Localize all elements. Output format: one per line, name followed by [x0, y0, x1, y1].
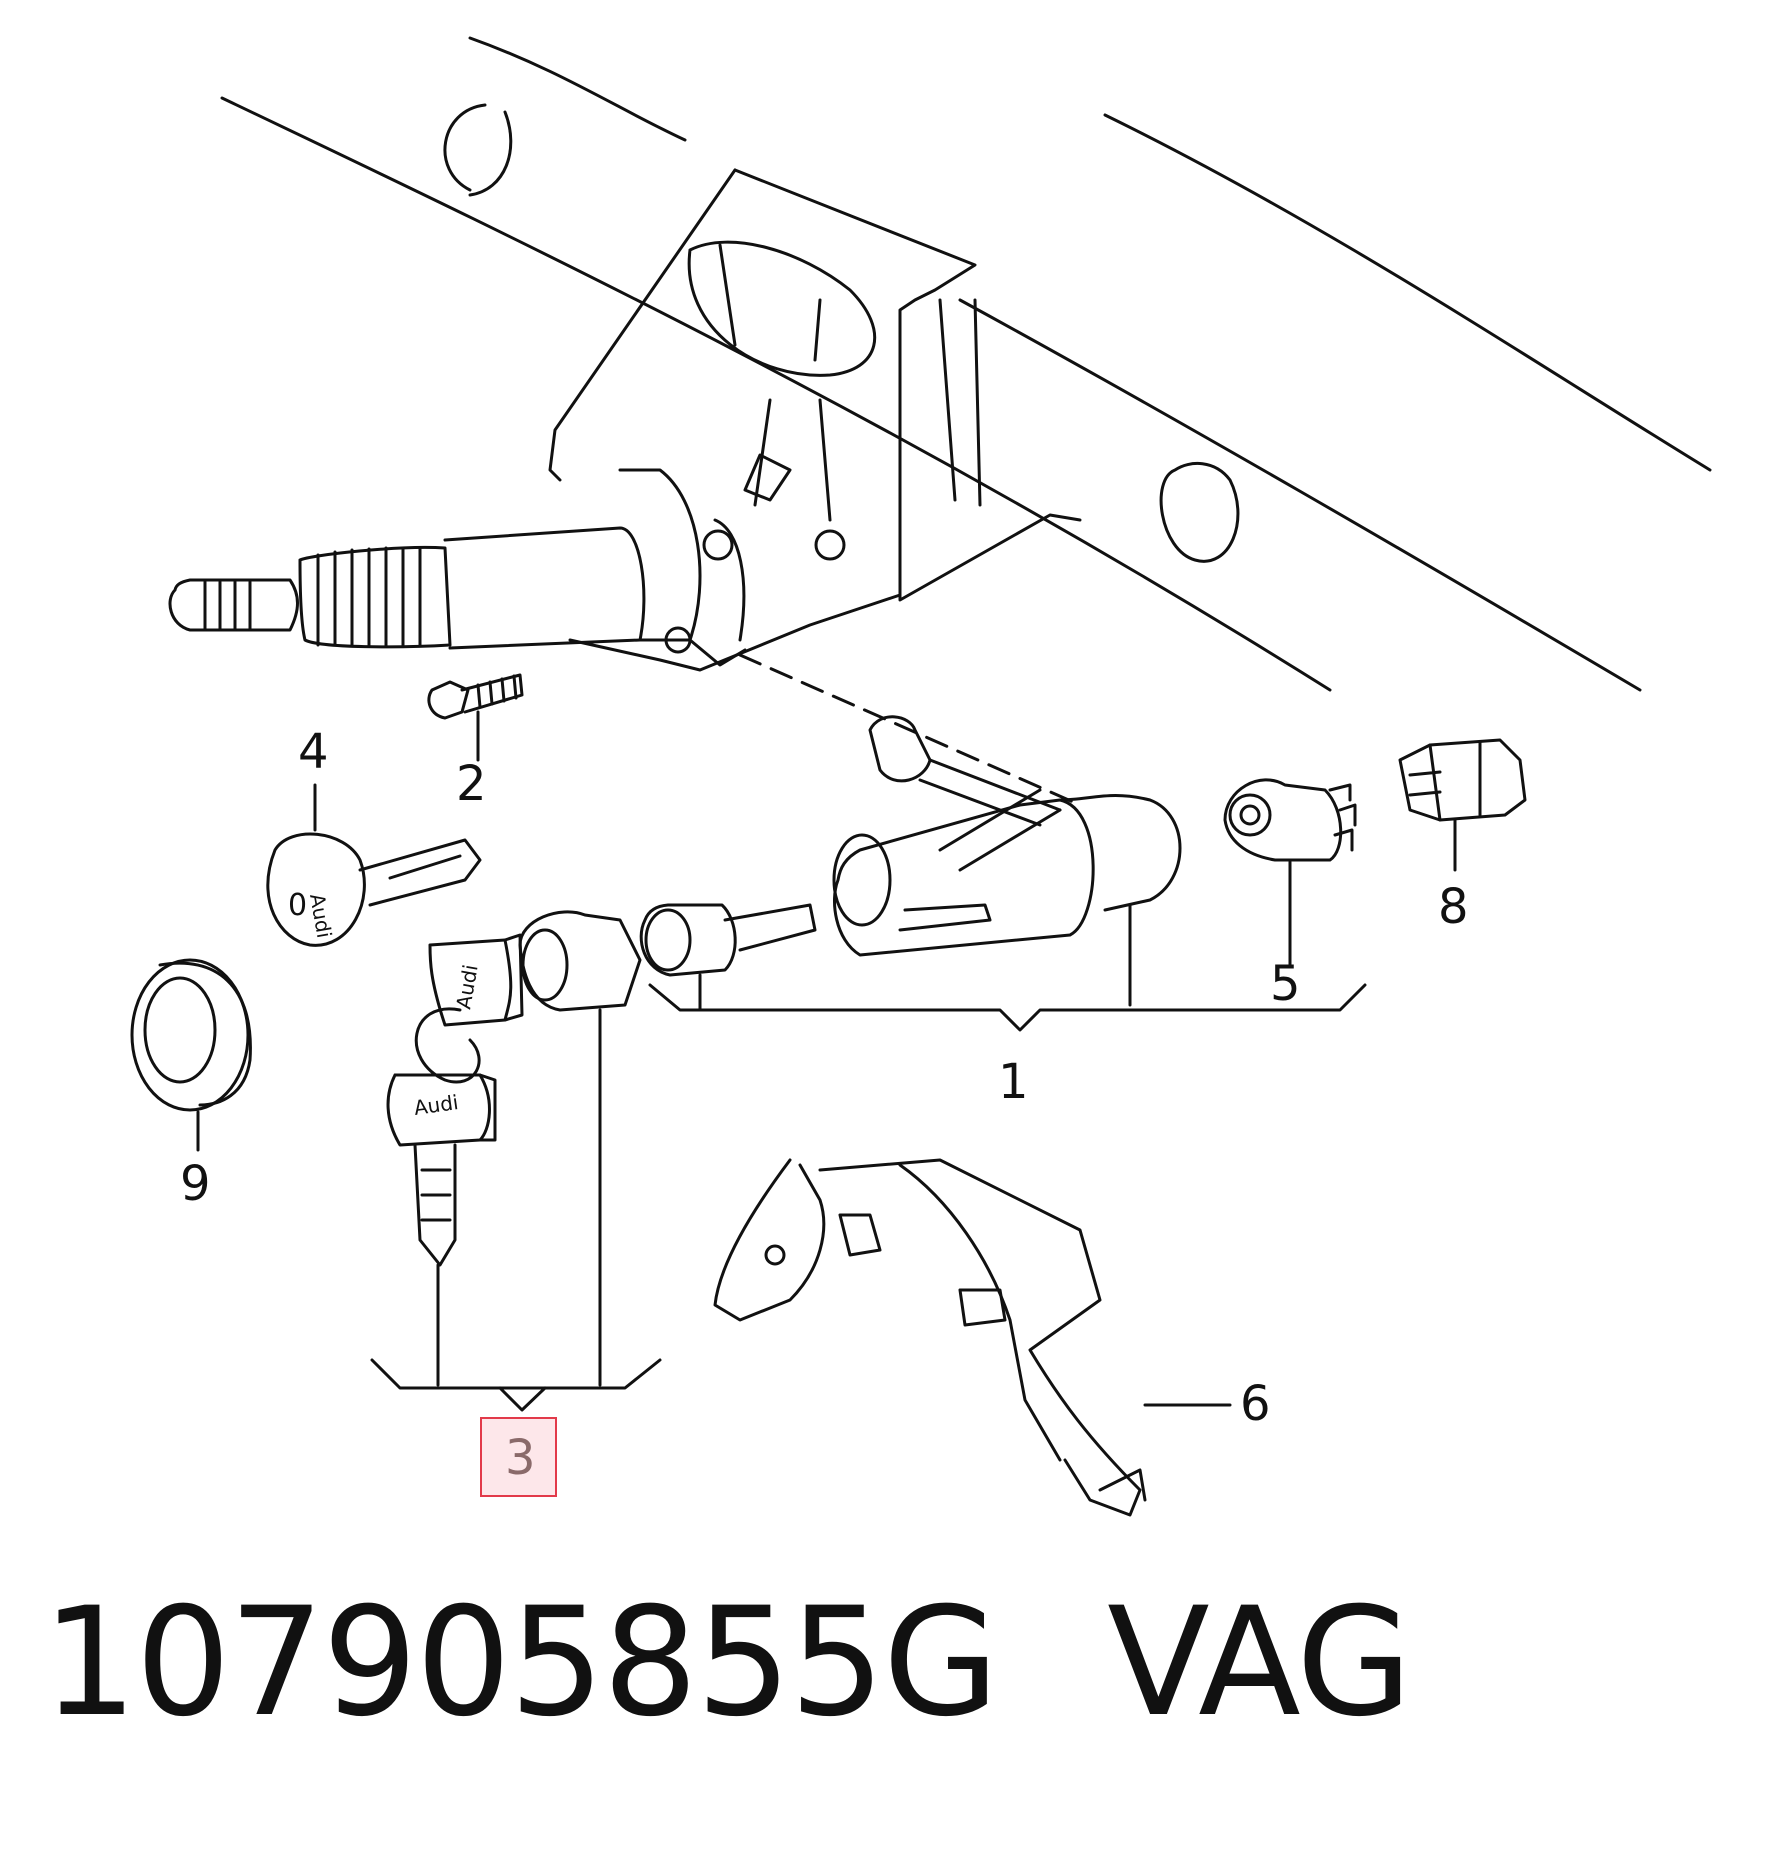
key-brand-text-2: Audi	[412, 1090, 460, 1120]
label-part-9: 9	[180, 1156, 211, 1212]
label-part-6: 6	[1240, 1376, 1271, 1432]
lock-housing	[832, 715, 1182, 1007]
label-part-8: 8	[1438, 879, 1469, 935]
connector-part-8	[1398, 738, 1527, 872]
key-blank-text: 0	[288, 888, 307, 923]
label-part-5: 5	[1270, 956, 1301, 1012]
key-blank-part-4	[266, 783, 482, 947]
key-set-part-3	[370, 910, 662, 1412]
label-part-3: 3	[505, 1430, 536, 1486]
label-part-4: 4	[298, 724, 329, 780]
label-part-1: 1	[998, 1054, 1029, 1110]
column-bracket	[548, 168, 1082, 672]
brand-name: VAG	[1107, 1576, 1412, 1750]
highlight-box-part-3[interactable]	[480, 1417, 557, 1497]
key-brand-text-3: Audi	[305, 892, 336, 940]
leader-lines	[648, 983, 1367, 1032]
bolt-part-2	[427, 673, 524, 762]
part-number: 107905855G	[42, 1576, 999, 1750]
ignition-switch-part-5	[1223, 778, 1357, 967]
seal-ring-part-9	[130, 958, 252, 1152]
dashboard-panel	[220, 36, 1712, 692]
lock-cylinder	[639, 903, 817, 1012]
key-brand-text-1: Audi	[451, 963, 482, 1011]
label-part-2: 2	[456, 756, 487, 812]
assembly-axis	[738, 653, 1082, 807]
steering-shaft	[168, 468, 846, 667]
trim-cover-part-6	[713, 1158, 1232, 1517]
